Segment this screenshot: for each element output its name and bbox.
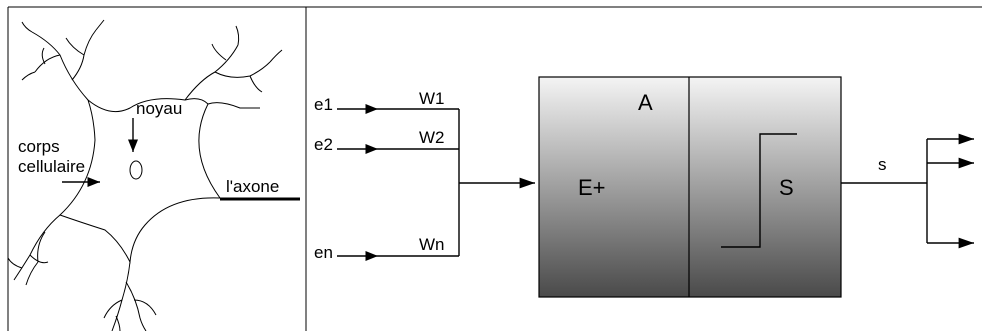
inputs: e1 W1 e2 W2 en Wn [314, 89, 535, 262]
dendrites-bottom [103, 261, 157, 331]
soma-outline [59, 98, 222, 264]
activation-label: S [779, 175, 794, 200]
nucleus [129, 160, 143, 180]
noyau-label: noyau [136, 99, 182, 118]
dendrites-top-right [184, 25, 283, 109]
input-en: en [314, 243, 333, 262]
neuron-box: A E+ S [538, 76, 842, 298]
weight-wn: Wn [419, 235, 445, 254]
corps-label-line1: corps [18, 137, 60, 156]
output: s [841, 133, 974, 249]
weight-w2: W2 [419, 128, 445, 147]
aggregation-title: A [638, 90, 653, 115]
output-label: s [878, 155, 887, 174]
neuron-box-body [538, 76, 842, 298]
dendrites-bottom-left [7, 214, 61, 286]
axone-label: l'axone [226, 177, 279, 196]
input-e1: e1 [314, 95, 333, 114]
step-function [721, 133, 797, 248]
biological-neuron: noyau corps cellulaire l'axone [7, 19, 300, 331]
outer-frame [7, 6, 982, 331]
corps-label-line2: cellulaire [18, 157, 85, 176]
aggregation-label: E+ [578, 175, 606, 200]
weight-w1: W1 [419, 89, 445, 108]
dendrites-top-left [21, 19, 105, 101]
input-e2: e2 [314, 135, 333, 154]
